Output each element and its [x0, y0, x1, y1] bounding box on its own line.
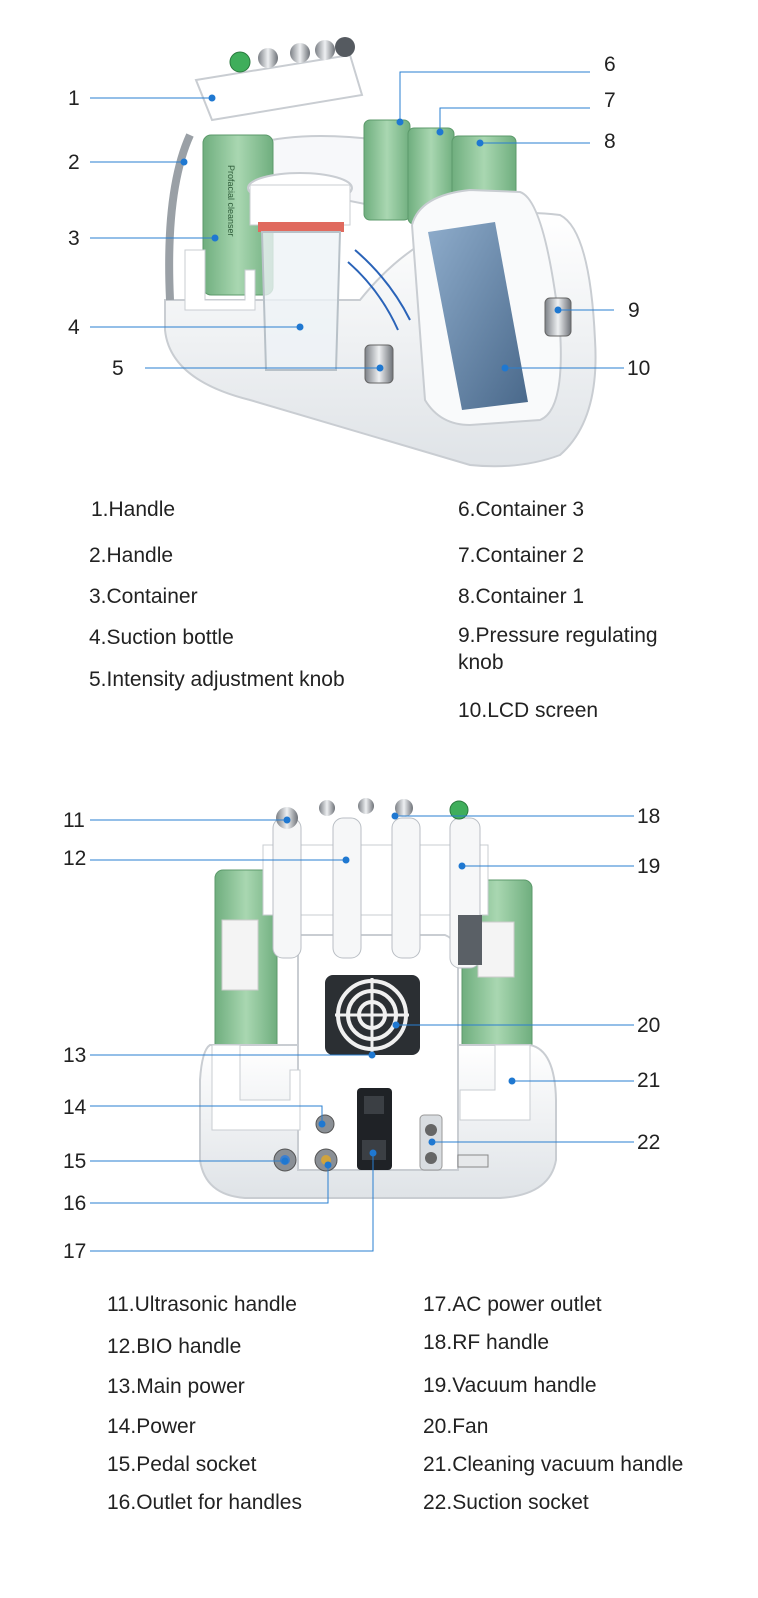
legend-4: 4.Suction bottle [89, 626, 234, 649]
legend-2: 2.Handle [89, 544, 174, 567]
callout-12: 12 [63, 847, 87, 870]
legend-5: 5.Intensity adjustment knob [89, 668, 345, 691]
callout-17: 17 [63, 1240, 87, 1263]
legend-21: 21.Cleaning vacuum handle [423, 1453, 684, 1476]
callout-1: 1 [68, 87, 80, 110]
device-label-text: Profacial cleanser [226, 165, 236, 237]
legend-16: 16.Outlet for handles [107, 1491, 302, 1514]
callout-10: 10 [627, 357, 651, 380]
callout-4: 4 [68, 316, 80, 339]
legend-12: 12.BIO handle [107, 1335, 242, 1358]
callout-11: 11 [63, 809, 85, 832]
legend-7: 7.Container 2 [458, 544, 585, 567]
handle-tray [194, 53, 364, 122]
intensity-knob [364, 344, 394, 384]
legend-18: 18.RF handle [423, 1331, 550, 1354]
legend-22: 22.Suction socket [423, 1491, 589, 1514]
lcd-screen [428, 222, 528, 410]
legend-13: 13.Main power [107, 1375, 245, 1398]
callout-19: 19 [637, 855, 661, 878]
legend-10: 10.LCD screen [458, 699, 599, 722]
legend-15: 15.Pedal socket [107, 1453, 257, 1476]
callout-3: 3 [68, 227, 80, 250]
legend-8: 8.Container 1 [458, 585, 585, 608]
legend-3: 3.Container [89, 585, 198, 608]
legend-6: 6.Container 3 [458, 498, 585, 521]
legend-9: 9.Pressure regulating knob [458, 624, 658, 675]
pressure-knob [544, 297, 572, 337]
callout-5: 5 [112, 357, 124, 380]
handle-hose [165, 133, 194, 301]
suction-bottle [260, 231, 342, 371]
callout-21: 21 [637, 1069, 661, 1092]
callout-8: 8 [604, 130, 616, 153]
legend-20: 20.Fan [423, 1415, 489, 1438]
callout-20: 20 [637, 1014, 661, 1037]
callout-7: 7 [604, 89, 616, 112]
callout-13: 13 [63, 1044, 87, 1067]
callout-16: 16 [63, 1192, 87, 1215]
callout-15: 15 [63, 1150, 87, 1173]
callout-22: 22 [637, 1131, 661, 1154]
legend-11: 11.Ultrasonic handle [107, 1293, 297, 1316]
callout-9: 9 [628, 299, 640, 322]
callout-2: 2 [68, 151, 80, 174]
legend-19: 19.Vacuum handle [423, 1374, 597, 1397]
callout-18: 18 [637, 805, 661, 828]
legend-14: 14.Power [107, 1415, 196, 1438]
callout-6: 6 [604, 53, 616, 76]
callout-14: 14 [63, 1096, 87, 1119]
legend-1: 1.Handle [91, 498, 176, 521]
legend-17: 17.AC power outlet [423, 1293, 602, 1316]
